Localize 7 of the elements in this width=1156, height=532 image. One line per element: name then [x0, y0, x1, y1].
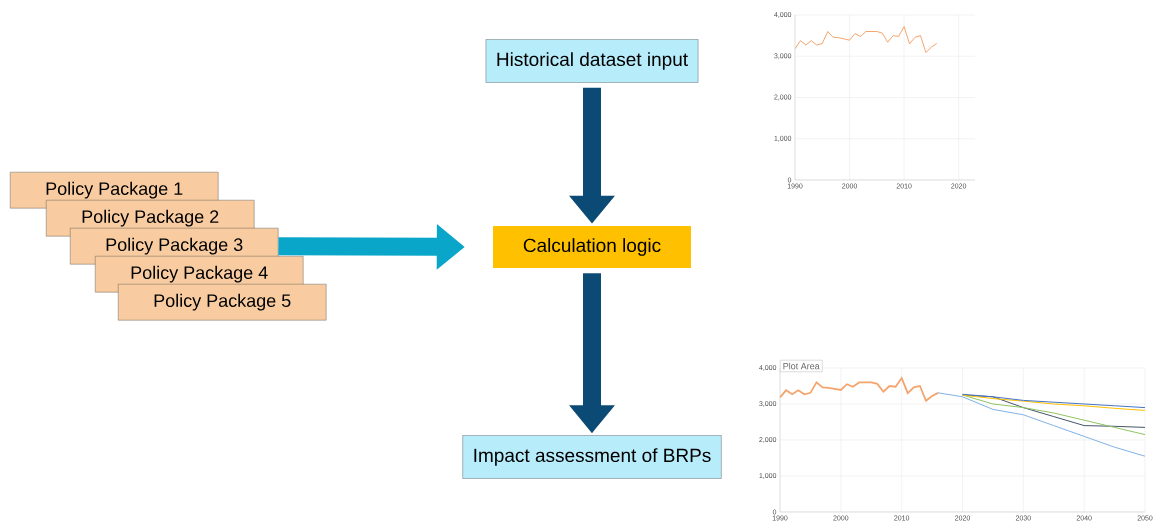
tooltip: Plot Area — [780, 360, 823, 372]
data-box: Impact assessment of BRPs — [462, 435, 722, 479]
package-box: Policy Package 5 — [118, 284, 327, 321]
process-box: Calculation logic — [493, 226, 691, 268]
line-series — [962, 394, 1145, 436]
line-series — [937, 392, 1145, 457]
data-box: Historical dataset input — [485, 39, 699, 83]
